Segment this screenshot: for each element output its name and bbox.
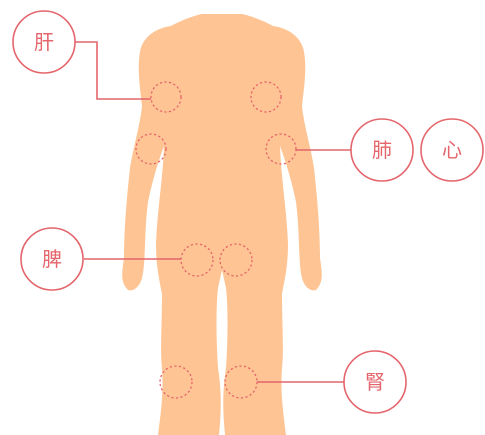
label-spleen: 脾 [21, 228, 83, 290]
label-heart: 心 [421, 119, 483, 181]
label-lung: 肺 [351, 119, 413, 181]
label-text-lung: 肺 [372, 138, 392, 162]
label-liver: 肝 [13, 11, 75, 73]
label-text-kidney: 腎 [365, 370, 385, 394]
label-text-heart: 心 [442, 138, 462, 162]
label-text-liver: 肝 [34, 30, 54, 54]
body-silhouette [122, 14, 322, 435]
label-text-spleen: 脾 [42, 247, 62, 271]
label-kidney: 腎 [344, 351, 406, 413]
